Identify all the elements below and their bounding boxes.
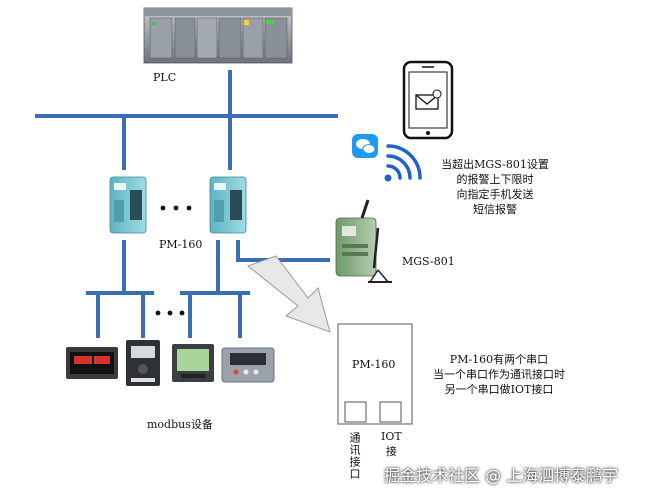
pm-note-line: PM-160有两个串口	[449, 353, 549, 366]
pm160-label: PM-160	[159, 238, 203, 251]
iot-port-text-line: 接	[385, 445, 397, 458]
chat-app-icon	[352, 134, 378, 158]
plc-label: PLC	[153, 71, 177, 84]
comm-port-socket	[344, 401, 367, 423]
iot-port-label: IOT 接	[381, 430, 402, 459]
pm160-device-right	[209, 176, 247, 234]
phone-note-line: 的报警上下限时	[456, 173, 534, 186]
pm160-device-left	[109, 176, 147, 234]
mgs801-label: MGS-801	[402, 255, 455, 268]
iot-port-text: IOT 接	[381, 430, 402, 459]
pm160-schematic-box	[337, 323, 413, 425]
modbus-device-panel	[221, 347, 275, 383]
modbus-device-inverter	[126, 340, 160, 386]
mail-icon	[415, 89, 442, 110]
iot-port-socket	[379, 401, 402, 423]
modbus-device-thermostat	[66, 347, 118, 379]
comm-port-label: 通讯接口	[348, 432, 361, 480]
pm-note-line: 当一个串口作为通讯接口时	[433, 368, 565, 381]
phone-note-line: 向指定手机发送	[456, 188, 534, 201]
wifi-signal-icon	[384, 144, 422, 182]
phone-note-line: 短信报警	[473, 203, 517, 216]
arrow-to-pm160	[246, 255, 331, 333]
ellipsis-icon	[155, 310, 185, 316]
modbus-label: modbus设备	[147, 418, 213, 431]
plc-device	[143, 7, 293, 64]
upper-bus	[35, 70, 338, 170]
iot-port-text-line: IOT	[381, 430, 402, 443]
phone-note-line: 当超出MGS-801设置	[441, 158, 549, 171]
smartphone-icon	[402, 60, 454, 140]
ellipsis-icon	[160, 205, 192, 211]
modbus-device-meter	[172, 344, 214, 382]
mgs801-device	[335, 199, 392, 283]
pm-note-line: 另一个串口做IOT接口	[444, 383, 554, 396]
pm-note: PM-160有两个串口 当一个串口作为通讯接口时 另一个串口做IOT接口	[418, 352, 580, 397]
phone-note: 当超出MGS-801设置 的报警上下限时 向指定手机发送 短信报警	[420, 157, 570, 217]
watermark: 掘金技术社区 @ 上海泗博泰鹏宇	[384, 466, 619, 485]
pm160-box-label: PM-160	[352, 358, 396, 371]
lower-bus	[86, 240, 330, 338]
